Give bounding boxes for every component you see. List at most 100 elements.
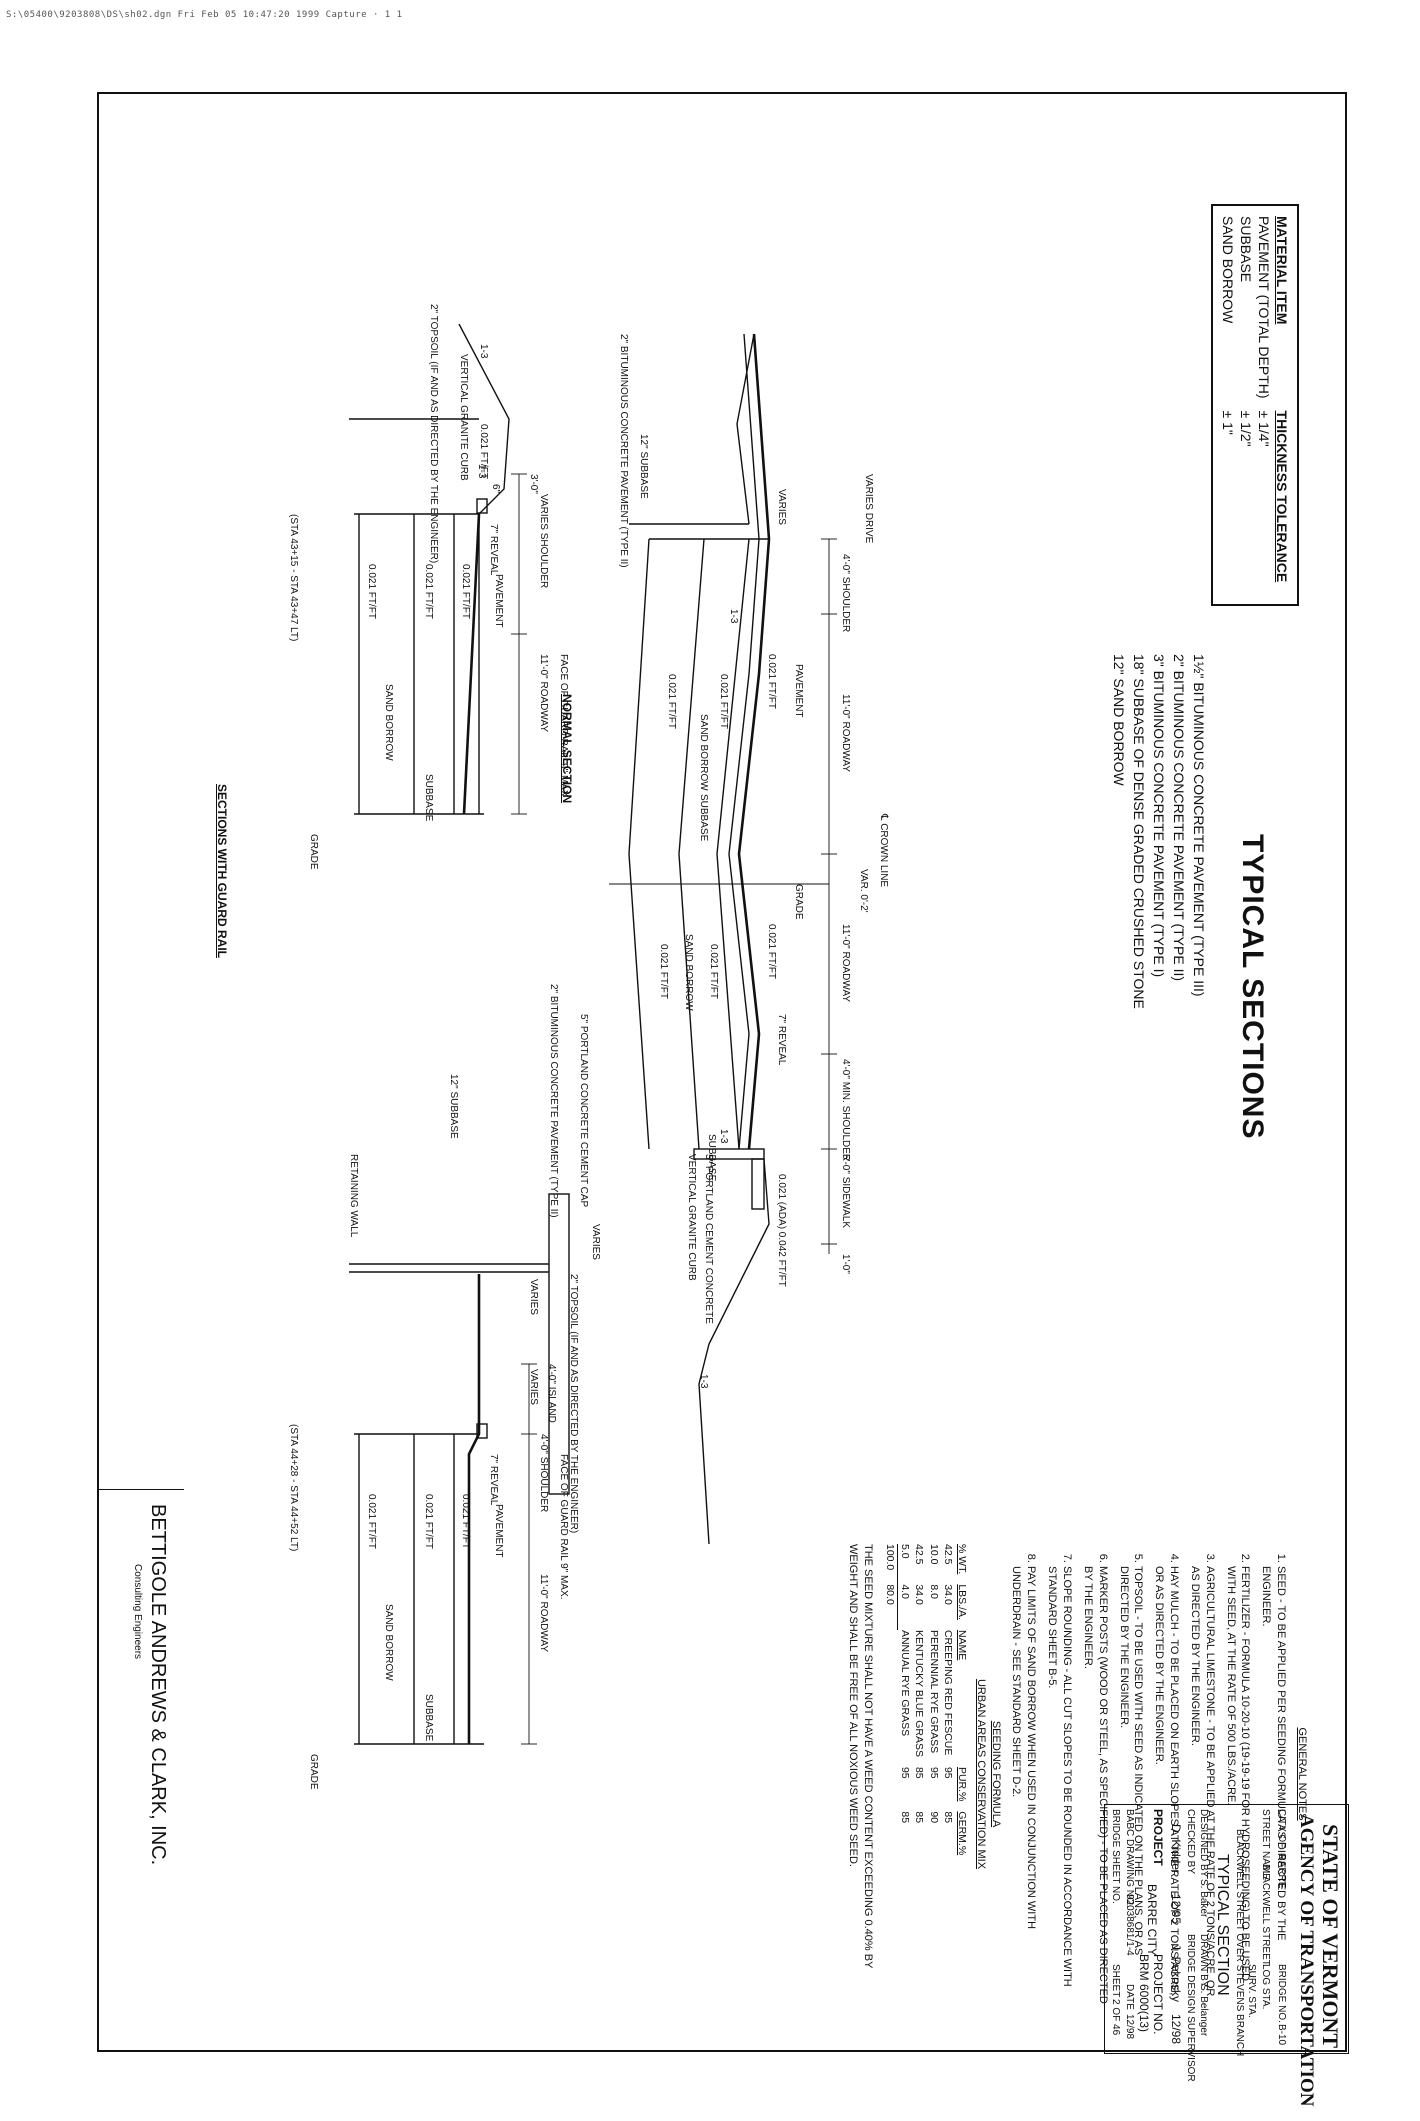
checked-by-label: CHECKED BY <box>1185 1809 1196 1875</box>
seed-cell: CREEPING RED FESCUE <box>941 1629 954 1756</box>
sand-borrow-left-label: SAND BORROW <box>698 714 709 791</box>
gr-right-island: 4'-0" ISLAND <box>546 1364 557 1423</box>
material-row-2: SUBBASE <box>1238 216 1254 283</box>
seed-cell: 85 <box>899 1811 912 1824</box>
tolerance-row-3: ± 1" <box>1220 410 1236 435</box>
seed-cell: 4.0 <box>899 1584 912 1599</box>
varies-drive-label: VARIES DRIVE <box>863 474 874 544</box>
seed-cell <box>883 1767 898 1811</box>
seed-cell: 100.0 <box>882 1544 898 1585</box>
crown-line-label: ℄ CROWN LINE <box>878 814 889 888</box>
seed-cell: 34.0 <box>941 1584 954 1605</box>
tolerance-row-1: ± 1/4" <box>1256 410 1272 447</box>
firm-divider <box>99 1489 184 1490</box>
drawing-sheet: TYPICAL SECTIONS MATERIAL ITEM THICKNESS… <box>97 92 1349 2106</box>
city-label: CITY OF <box>1276 1809 1287 1849</box>
seed-cell: 8.0 <box>927 1584 940 1599</box>
normal-section-lines <box>609 333 837 1545</box>
one-ft-label: 1'-0" <box>840 1254 851 1274</box>
ada-slope-label: 0.021 (ADA) 0.042 FT/FT <box>776 1174 787 1287</box>
gr-left-sta: (STA 43+15 - STA 43+47 LT) <box>288 514 299 642</box>
surv-sta-label: SURV. STA. <box>1246 1964 1257 2018</box>
ratio-2: 1-3 <box>718 1129 729 1144</box>
gr-right-face: FACE OF GUARD RAIL 9" MAX. <box>558 1454 569 1600</box>
gr-left-vgc: VERTICAL GRANITE CURB <box>458 354 469 481</box>
gr-left-three-ft: 3'-0" <box>528 474 539 494</box>
seed-cell: 42.5 <box>941 1544 954 1565</box>
log-sta-label: LOG STA. <box>1260 1964 1271 2010</box>
street-value: BLACKWELL STREET <box>1260 1864 1271 1966</box>
gr-right-slope-c: 0.021 FT/FT <box>366 1494 377 1550</box>
reveal-label: 7" REVEAL <box>776 1014 787 1066</box>
seeding-table: % WT. LBS./A. NAME PUR.% GERM.% 42.5 34.… <box>882 1544 969 1865</box>
gr-left-ratio-2: 1-3 <box>476 464 487 479</box>
slope-2: 0.021 FT/FT <box>718 674 729 730</box>
seeding-footnote: THE SEED MIXTURE SHALL NOT HAVE A WEED C… <box>847 1544 874 1969</box>
gr-left-subbase: SUBBASE <box>423 774 434 822</box>
seed-row: 42.5 34.0 CREEPING RED FESCUE 95 85 <box>941 1544 955 1865</box>
sheet-label: SHEET <box>1110 1964 1121 1998</box>
slope-3: 0.021 FT/FT <box>666 674 677 730</box>
gr-right-varies-a: VARIES <box>528 1279 539 1315</box>
agency-name: AGENCY OF TRANSPORTATION <box>1296 1814 1317 2107</box>
sheet-title: TYPICAL SECTION <box>1214 1854 1231 1996</box>
project-label: PROJECT <box>1151 1809 1165 1866</box>
gr-right-shoulder: 4'-0" SHOULDER <box>538 1434 549 1513</box>
seed-cell: 95 <box>899 1766 912 1779</box>
roadway-right-label: 11'-0" ROADWAY <box>840 924 851 1003</box>
gr-right-subbase12: 12" SUBBASE <box>448 1074 459 1139</box>
gr-left-face: FACE OF GUARD RAIL 9" MAX. <box>558 654 569 800</box>
seed-row: 5.0 4.0 ANNUAL RYE GRASS 95 85 <box>898 1544 913 1865</box>
seed-cell: 85 <box>913 1811 926 1824</box>
firm-subtitle: Consulting Engineers <box>132 1564 143 1660</box>
seed-cell: 34.0 <box>913 1584 926 1605</box>
seed-row: 10.0 8.0 PERENNIAL RYE GRASS 95 90 <box>926 1544 940 1865</box>
project-value: BARRE CITY <box>1145 1884 1159 1957</box>
seed-col-lbs: LBS./A. <box>955 1584 968 1620</box>
shoulder-left-label: 4'-0" SHOULDER <box>840 554 851 633</box>
layer-1: 1½" BITUMINOUS CONCRETE PAVEMENT (TYPE I… <box>1191 654 1207 997</box>
project-no-value: BRM 6000(13) <box>1137 1954 1151 2033</box>
seed-col-name: NAME <box>955 1629 968 1661</box>
seed-col-germ: GERM.% <box>955 1811 968 1856</box>
topsoil-label: 2" TOPSOIL (IF AND AS DIRECTED BY THE EN… <box>568 1274 579 1534</box>
state-name: STATE OF VERMONT <box>1318 1824 1343 2049</box>
material-item-header: MATERIAL ITEM <box>1274 216 1290 325</box>
pavement-layer-list: 1½" BITUMINOUS CONCRETE PAVEMENT (TYPE I… <box>1109 654 1209 1009</box>
layer-3: 3" BITUMINOUS CONCRETE PAVEMENT (TYPE I) <box>1151 654 1167 978</box>
section-drawings <box>349 323 837 1745</box>
slope-4: 0.021 FT/FT <box>766 924 777 980</box>
tolerance-row-2: ± 1/2" <box>1238 410 1254 447</box>
date-label: DATE <box>1124 1984 1135 2010</box>
gr-right-wall: RETAINING WALL <box>348 1154 359 1238</box>
seed-cell: 5.0 <box>899 1544 912 1559</box>
gr-left-slope-b: 0.021 FT/FT <box>460 564 471 620</box>
gr-left-slope-c: 0.021 FT/FT <box>423 564 434 620</box>
gr-left-slope-d: 0.021 FT/FT <box>366 564 377 620</box>
layer-4: 18" SUBBASE OF DENSE GRADED CRUSHED STON… <box>1131 654 1147 1009</box>
sand-borrow-right-label: SAND BORROW <box>683 934 694 1011</box>
seed-row: 42.5 34.0 KENTUCKY BLUE GRASS 85 85 <box>912 1544 926 1865</box>
thickness-tolerance-header: THICKNESS TOLERANCE <box>1274 410 1290 583</box>
seed-cell: KENTUCKY BLUE GRASS <box>913 1629 926 1757</box>
gr-right-varies-top: VARIES <box>590 1224 601 1260</box>
roadway-left-label: 11'-0" ROADWAY <box>840 694 851 773</box>
ratio-3: 1-3 <box>698 1374 709 1389</box>
gr-right-slope-b: 0.021 FT/FT <box>423 1494 434 1550</box>
sheet-value: 2 OF 46 <box>1110 1999 1121 2036</box>
sidewalk-label: 5'-0" SIDEWALK <box>840 1154 851 1228</box>
material-row-1: PAVEMENT (TOTAL DEPTH) <box>1256 216 1272 399</box>
gr-left-six-in: 6" <box>490 484 501 494</box>
seeding-title: SEEDING FORMULA <box>989 1720 1002 1828</box>
design-supervisor-value: J. Pekosky <box>1169 1944 1183 2003</box>
guard-rail-left-lines <box>349 323 527 815</box>
gr-left-roadway: 11'-0" ROADWAY <box>538 654 549 733</box>
project-no-label: PROJECT NO. <box>1151 1954 1165 2035</box>
seed-cell: PERENNIAL RYE GRASS <box>927 1629 940 1754</box>
gr-right-varies-b: VARIES <box>528 1369 539 1405</box>
designed-by-value: S. Baker <box>1198 1879 1209 1918</box>
seed-cell: 42.5 <box>913 1544 926 1565</box>
vertical-granite-curb-label: VERTICAL GRANITE CURB <box>686 1154 697 1281</box>
var-label: VAR. 0'-2' <box>858 869 869 913</box>
seed-cell <box>883 1811 898 1865</box>
